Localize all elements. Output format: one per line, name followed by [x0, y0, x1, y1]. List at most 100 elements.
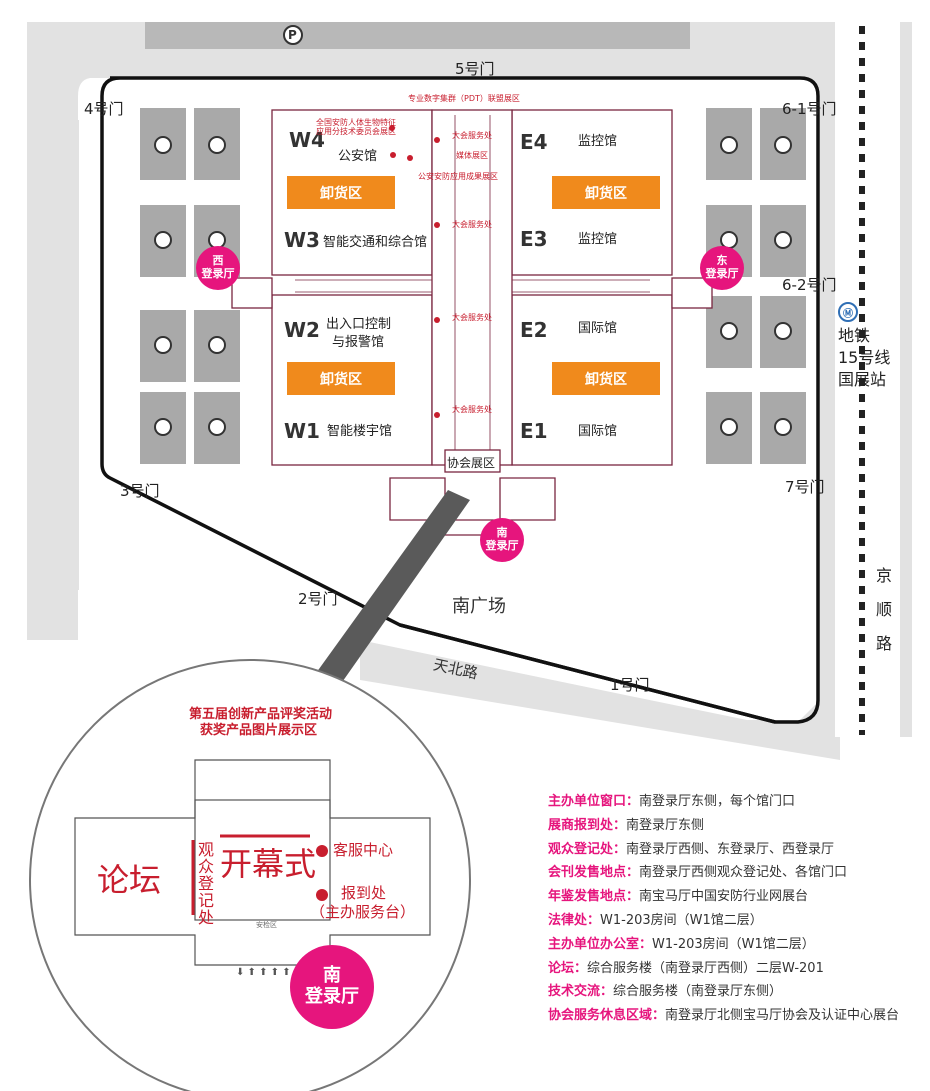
- opening-label: 开幕式: [220, 845, 317, 883]
- parking-icons: [154, 25, 792, 436]
- gate-3: 3号门: [120, 482, 160, 500]
- legend-key: 观众登记处：: [548, 841, 627, 857]
- legend-key: 论坛：: [548, 960, 588, 976]
- bio-zone-label-1: 全国安防人体生物特征: [316, 118, 396, 127]
- checkin-label-1: 报到处: [341, 884, 387, 902]
- subway-line1: 地铁: [838, 326, 871, 345]
- hall-w4-name: 公安馆: [338, 149, 378, 164]
- corridors: [295, 115, 650, 450]
- unloading-area-w: 卸货区: [287, 176, 395, 209]
- forum-label: 论坛: [97, 861, 162, 899]
- legend-row: 技术交流：综合服务楼（南登录厅东侧）: [548, 980, 899, 1004]
- hall-w2-code: W2: [284, 318, 320, 342]
- legend-row: 法律处：W1-203房间（W1馆二层）: [548, 909, 899, 933]
- hall-w2-name-1: 出入口控制: [326, 317, 392, 332]
- legend-key: 主办单位窗口：: [548, 794, 640, 809]
- legend-key: 展商报到处：: [548, 817, 627, 833]
- legend: 主办单位窗口：南登录厅东侧，每个馆门口 展商报到处：南登录厅东侧 观众登记处：南…: [548, 790, 899, 1028]
- legend-value: 南登录厅西侧、东登录厅、西登录厅: [626, 841, 835, 857]
- tianbei-road-area: [360, 640, 840, 760]
- visitor-reg-4: 记: [198, 891, 215, 910]
- award-label-2: 获奖产品图片展示区: [200, 723, 318, 738]
- entry-arrows: ⬇ ⬆ ⬆ ⬆ ⬆: [236, 967, 291, 978]
- legend-row: 论坛：综合服务楼（南登录厅西侧）二层W-201: [548, 957, 899, 981]
- gate-1: 1号门: [610, 676, 650, 694]
- legend-row: 观众登记处：南登录厅西侧、东登录厅、西登录厅: [548, 838, 899, 862]
- checkin-label-2: （主办服务台）: [310, 903, 416, 921]
- legend-value: W1-203房间（W1馆二层）: [600, 912, 763, 928]
- unloading-area-w2: 卸货区: [287, 362, 395, 395]
- customer-service-dot: [316, 845, 328, 857]
- detail-south-registration-pin: 南 登录厅: [290, 945, 374, 1029]
- hall-e1-code: E1: [520, 419, 548, 443]
- legend-key: 会刊发售地点：: [548, 865, 640, 881]
- hall-e3-code: E3: [520, 227, 548, 251]
- jingshun-road-1: 京: [876, 566, 893, 585]
- police-app-zone-label: 公安安防应用成果展区: [418, 172, 498, 181]
- association-hall-label: 协会展区: [447, 456, 496, 470]
- checkin-dot: [316, 889, 328, 901]
- hall-w3-name: 智能交通和综合馆: [323, 235, 428, 250]
- east-registration-pin: 东 登录厅: [700, 246, 744, 290]
- legend-row: 协会服务休息区域：南登录厅北侧宝马厅协会及认证中心展台: [548, 1004, 899, 1028]
- hall-w1-name: 智能楼宇馆: [327, 424, 393, 439]
- gate-2: 2号门: [298, 590, 338, 608]
- hall-e4-name: 监控馆: [578, 134, 618, 149]
- legend-key: 主办单位办公室：: [548, 936, 653, 952]
- hall-e4-code: E4: [520, 130, 548, 154]
- award-label-1: 第五届创新产品评奖活动: [189, 707, 333, 722]
- pdt-zone-label: 专业数字集群（PDT）联盟展区: [408, 94, 520, 103]
- service-point-3: 大会服务处: [452, 313, 492, 322]
- gate-4: 4号门: [84, 100, 124, 118]
- hall-w1-code: W1: [284, 419, 320, 443]
- hall-e1-name: 国际馆: [578, 424, 618, 439]
- west-registration-pin: 西 登录厅: [196, 246, 240, 290]
- hall-e3-name: 监控馆: [578, 232, 618, 247]
- legend-value: W1-203房间（W1馆二层）: [652, 936, 815, 952]
- south-registration-pin: 南 登录厅: [480, 518, 524, 562]
- legend-key: 协会服务休息区域：: [548, 1008, 666, 1024]
- subway-line3: 国展站: [838, 370, 887, 389]
- map-red-dots: [389, 125, 440, 418]
- gate-5: 5号门: [455, 60, 495, 78]
- security-label: 安检区: [256, 921, 277, 929]
- legend-row: 年鉴发售地点：南宝马厅中国安防行业网展台: [548, 885, 899, 909]
- unloading-area-e2: 卸货区: [552, 362, 660, 395]
- media-zone-label: 媒体展区: [456, 151, 488, 160]
- south-square-label: 南广场: [452, 596, 506, 617]
- subway-line2: 15号线: [838, 348, 891, 367]
- detail-building: [74, 759, 431, 966]
- jingshun-road-3: 路: [876, 634, 893, 653]
- service-point-2: 大会服务处: [452, 220, 492, 229]
- legend-value: 南登录厅西侧观众登记处、各馆门口: [639, 865, 848, 881]
- legend-value: 南登录厅东侧，每个馆门口: [639, 794, 796, 809]
- service-point-1: 大会服务处: [452, 131, 492, 140]
- legend-row: 展商报到处：南登录厅东侧: [548, 814, 899, 838]
- hall-e2-name: 国际馆: [578, 321, 618, 336]
- visitor-reg-1: 观: [198, 840, 215, 859]
- legend-key: 年鉴发售地点：: [548, 889, 640, 905]
- parking-symbol: P: [288, 28, 297, 42]
- legend-key: 技术交流：: [548, 984, 614, 1000]
- customer-service-label: 客服中心: [333, 841, 394, 859]
- legend-value: 南宝马厅中国安防行业网展台: [639, 889, 809, 905]
- jingshun-road-2: 顺: [876, 600, 893, 619]
- jingshun-road: [835, 22, 900, 737]
- legend-value: 南登录厅北侧宝马厅协会及认证中心展台: [665, 1008, 900, 1024]
- legend-value: 南登录厅东侧: [626, 817, 705, 833]
- hall-w2-name-2: 与报警馆: [332, 335, 385, 350]
- service-point-4: 大会服务处: [452, 405, 492, 414]
- subway-icon: Ⓜ: [838, 302, 858, 322]
- hall-w4-code: W4: [289, 128, 325, 152]
- hall-w3-code: W3: [284, 228, 320, 252]
- legend-value: 综合服务楼（南登录厅西侧）二层W-201: [587, 960, 824, 976]
- svg-text:⬇ ⬆ ⬆ ⬆ ⬆: ⬇ ⬆ ⬆ ⬆ ⬆: [236, 967, 291, 978]
- visitor-reg-2: 众: [198, 857, 215, 876]
- legend-row: 会刊发售地点：南登录厅西侧观众登记处、各馆门口: [548, 861, 899, 885]
- visitor-reg-3: 登: [198, 874, 215, 893]
- gate-6-2: 6-2号门: [782, 276, 837, 294]
- legend-row: 主办单位窗口：南登录厅东侧，每个馆门口: [548, 790, 899, 814]
- hall-e2-code: E2: [520, 318, 548, 342]
- visitor-reg-5: 处: [198, 908, 215, 927]
- gate-7: 7号门: [785, 478, 825, 496]
